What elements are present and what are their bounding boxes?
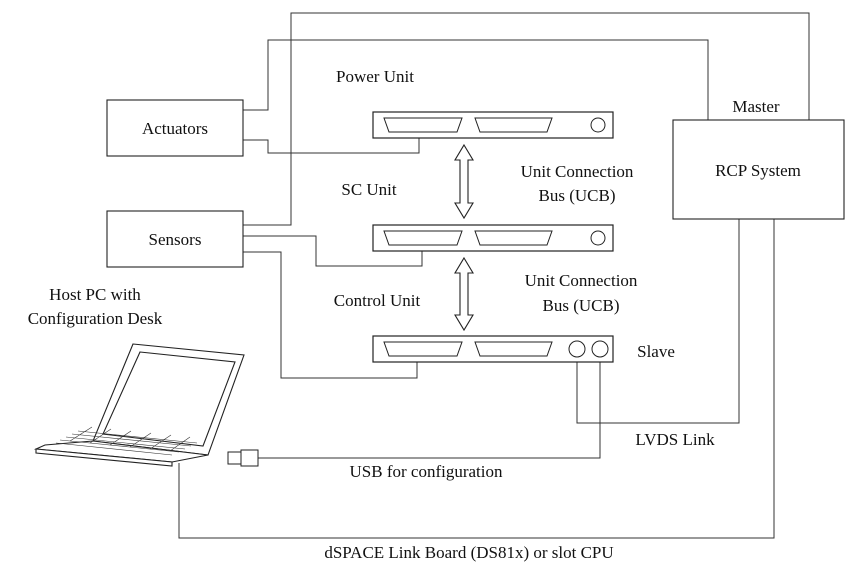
ucb-top-label-line1: Unit Connection <box>521 162 634 181</box>
actuators-label: Actuators <box>142 119 208 138</box>
usb-plug-icon <box>227 449 259 467</box>
connection-wires <box>178 12 810 539</box>
rcp-system-box: RCP System <box>672 119 845 220</box>
host-pc-label-line1: Host PC with <box>49 285 141 304</box>
control-unit-rack <box>372 335 614 363</box>
ucb-top-label-line2: Bus (UCB) <box>539 186 616 205</box>
usb-config-label: USB for configuration <box>350 462 503 481</box>
rcp-system-label: RCP System <box>715 161 801 180</box>
sc-unit-connector-b <box>474 230 553 246</box>
control-unit-label: Control Unit <box>334 291 421 310</box>
actuators-power-wire <box>243 138 420 154</box>
lvds-link-wire <box>576 219 740 424</box>
link-board-wire <box>178 219 775 539</box>
sensors-control-wire <box>243 251 418 379</box>
master-label: Master <box>732 97 780 116</box>
sc-unit-connector-a <box>383 230 463 246</box>
sensors-sc-wire <box>243 235 423 267</box>
power-unit-rack <box>372 111 614 139</box>
slave-label: Slave <box>637 342 675 361</box>
link-board-label: dSPACE Link Board (DS81x) or slot CPU <box>324 543 613 562</box>
power-unit-connector-a <box>383 117 463 133</box>
sc-unit-rack <box>372 224 614 252</box>
power-rcp-wire <box>243 39 709 120</box>
host-pc-label-line2: Configuration Desk <box>28 309 163 328</box>
control-unit-connector-a <box>383 341 463 357</box>
lvds-link-label: LVDS Link <box>635 430 715 449</box>
sc-unit-label: SC Unit <box>341 180 397 199</box>
master-wire <box>243 12 810 226</box>
sensors-box: Sensors <box>106 210 244 268</box>
sensors-label: Sensors <box>149 230 202 249</box>
control-unit-connector-b <box>474 341 553 357</box>
usb-wire <box>258 357 601 459</box>
ucb-bottom-label-line1: Unit Connection <box>525 271 638 290</box>
power-unit-label: Power Unit <box>336 67 414 86</box>
ucb-arrow-bottom <box>454 256 474 332</box>
power-unit-connector-b <box>474 117 553 133</box>
actuators-box: Actuators <box>106 99 244 157</box>
power-unit-led <box>590 117 606 133</box>
control-unit-port-a <box>568 340 586 358</box>
sc-unit-led <box>590 230 606 246</box>
ucb-arrow-top <box>454 143 474 220</box>
laptop-icon <box>33 343 245 467</box>
control-unit-port-b <box>591 340 609 358</box>
ucb-bottom-label-line2: Bus (UCB) <box>543 296 620 315</box>
